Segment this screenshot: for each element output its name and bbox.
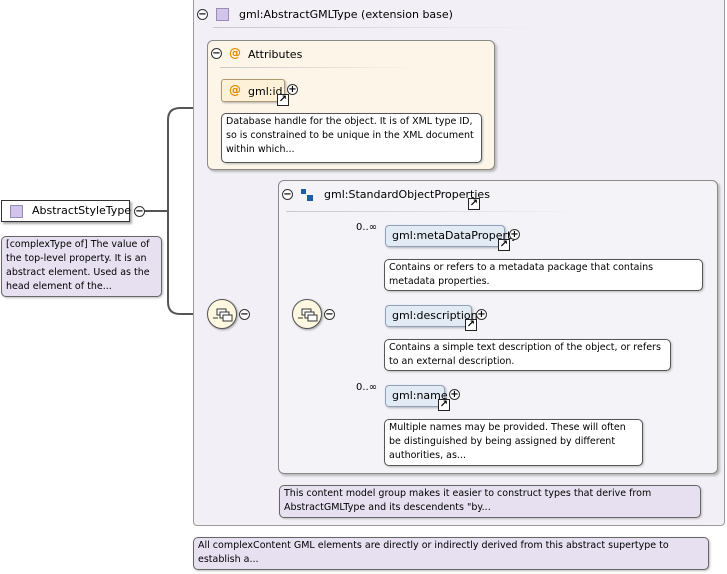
attributes-divider [220, 67, 420, 68]
cardinality-label: 0..∞ [356, 222, 378, 233]
description-annotation: Contains a simple text description of th… [384, 339, 671, 371]
expand-plus-icon[interactable]: + [449, 389, 460, 400]
collapse-sequence-icon[interactable]: − [239, 309, 250, 320]
reference-arrow-icon[interactable]: ↗ [277, 94, 289, 106]
description-element[interactable]: gml:description [385, 305, 478, 327]
type-annotation: All complexContent GML elements are dire… [193, 537, 709, 570]
name-annotation: Multiple names may be provided. These wi… [384, 419, 643, 466]
expand-plus-icon[interactable]: + [287, 84, 298, 95]
collapse-root-icon[interactable]: − [134, 206, 145, 217]
complex-type-icon [10, 205, 23, 218]
complex-type-icon [216, 8, 229, 21]
group-title: gml:StandardObjectProperties [324, 188, 490, 201]
root-element-label: AbstractStyleType [32, 204, 132, 217]
root-annotation: [complexType of] The value of the top-le… [1, 236, 162, 297]
cardinality-label: 0..∞ [356, 382, 378, 393]
collapse-extension-icon[interactable]: − [197, 9, 208, 20]
extension-title: gml:AbstractGMLType (extension base) [239, 8, 453, 21]
reference-arrow-icon[interactable]: ↗ [498, 239, 510, 251]
reference-arrow-icon[interactable]: ↗ [465, 319, 477, 331]
attribute-at-icon: @ [229, 46, 241, 60]
sequence-compositor-icon [207, 299, 237, 329]
collapse-sequence-icon[interactable]: − [324, 309, 335, 320]
sequence-compositor-icon [292, 299, 322, 329]
gml-id-label: gml:id [248, 85, 283, 98]
attribute-at-icon: @ [229, 83, 241, 97]
group-annotation: This content model group makes it easier… [279, 485, 701, 518]
abstract-style-type-element[interactable]: AbstractStyleType [1, 200, 132, 222]
reference-arrow-icon[interactable]: ↗ [468, 198, 480, 210]
group-icon [300, 188, 314, 202]
reference-arrow-icon[interactable]: ↗ [438, 399, 450, 411]
name-element[interactable]: gml:name [385, 385, 448, 407]
attributes-title: Attributes [248, 48, 303, 61]
gml-id-attribute[interactable]: @ gml:id [221, 79, 285, 102]
collapse-group-icon[interactable]: − [282, 189, 293, 200]
extension-divider [213, 27, 543, 28]
meta-data-property-element[interactable]: gml:metaDataProperty [385, 225, 518, 247]
expand-plus-icon[interactable]: + [509, 229, 520, 240]
meta-data-property-annotation: Contains or refers to a metadata package… [384, 259, 703, 291]
collapse-attributes-icon[interactable]: − [211, 48, 222, 59]
expand-plus-icon[interactable]: + [476, 309, 487, 320]
group-divider [286, 211, 586, 212]
gml-id-annotation: Database handle for the object. It is of… [221, 113, 482, 163]
